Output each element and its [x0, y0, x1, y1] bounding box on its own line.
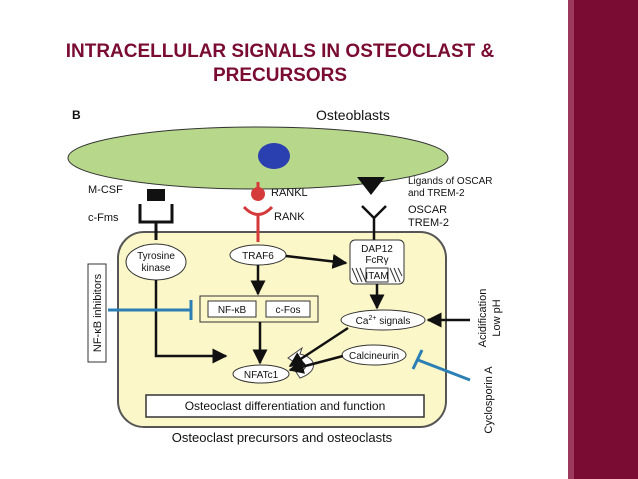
tyrosine-kinase-label-2: kinase [142, 263, 171, 274]
ca-label-rest: signals [376, 316, 410, 327]
tyrosine-kinase-label-1: Tyrosine [137, 251, 175, 262]
differentiation-label: Osteoclast differentiation and function [185, 399, 386, 413]
oscar-ligand [357, 177, 385, 195]
ca-signals-label: Ca2+ signals [356, 315, 411, 327]
differentiation-box [145, 394, 425, 418]
oscar-receptor [361, 205, 387, 240]
dap12-label: DAP12 [361, 244, 393, 255]
oscar-label-2: TREM-2 [408, 217, 449, 229]
cfms-receptor [138, 204, 174, 224]
osteoblasts-label: Osteoblasts [316, 107, 390, 123]
tyrosine-kinase-node [125, 243, 187, 281]
cyclosporin-inhibitor-line [411, 349, 471, 382]
slide-title-line-1: INTRACELLULAR SIGNALS IN OSTEOCLAST & [65, 41, 495, 62]
cfos-box [265, 300, 311, 318]
rankl-ligand [251, 187, 265, 201]
calcineurin-label: Calcineurin [349, 351, 399, 362]
nfatc1-label: NFATc1 [244, 370, 279, 381]
oscar-label-1: OSCAR [408, 204, 447, 216]
itam-box [365, 267, 389, 283]
ca-label-base: Ca [356, 316, 369, 327]
mcsf-ligand [147, 189, 165, 201]
rank-label: RANK [274, 211, 305, 223]
rankl-label: RANKL [271, 187, 308, 199]
panel-label: B [72, 108, 81, 122]
osteoblast-nucleus [258, 143, 290, 169]
osteoblast-cell [67, 126, 449, 190]
nfkb-inhibitors-label: NF-κB inhibitors [92, 273, 104, 352]
mcsf-label: M-CSF [88, 184, 123, 196]
fcry-label: FcRγ [365, 255, 388, 266]
acidification-label-2: Low pH [491, 299, 503, 336]
itam-hatch [351, 267, 403, 283]
traf6-label: TRAF6 [242, 251, 274, 262]
cyclosporin-label: Cyclosporin A [483, 366, 495, 434]
rank-receptor [242, 205, 274, 216]
cfos-label: c-Fos [276, 305, 301, 316]
nfkb-inhibitor-line [108, 300, 193, 320]
signal-arrows [154, 253, 470, 374]
itam-label: ITAM [365, 271, 388, 282]
nfkb-label: NF-κB [218, 305, 247, 316]
slide-title-line-2: PRECURSORS [212, 65, 348, 86]
cell-label: Osteoclast precursors and osteoclasts [172, 430, 393, 445]
ligands-label-2: and TREM-2 [408, 188, 465, 199]
ca-label-sup: 2+ [368, 315, 376, 322]
ligands-label-1: Ligands of OSCAR [408, 176, 493, 187]
signaling-diagram: B Osteoblasts M-CSF c-Fms RANKL RANK Lig… [67, 107, 503, 445]
sidebar-band [574, 0, 638, 479]
acidification-label-1: Acidification [477, 289, 489, 348]
nfkb-inhibitors-frame [87, 263, 107, 363]
nfatc1-node [232, 364, 290, 384]
nfkb-box [207, 300, 257, 318]
cfms-label: c-Fms [88, 212, 119, 224]
sidebar-stripe [568, 0, 574, 479]
ca-signals-node [340, 309, 426, 331]
decorative-sidebar [568, 0, 638, 479]
